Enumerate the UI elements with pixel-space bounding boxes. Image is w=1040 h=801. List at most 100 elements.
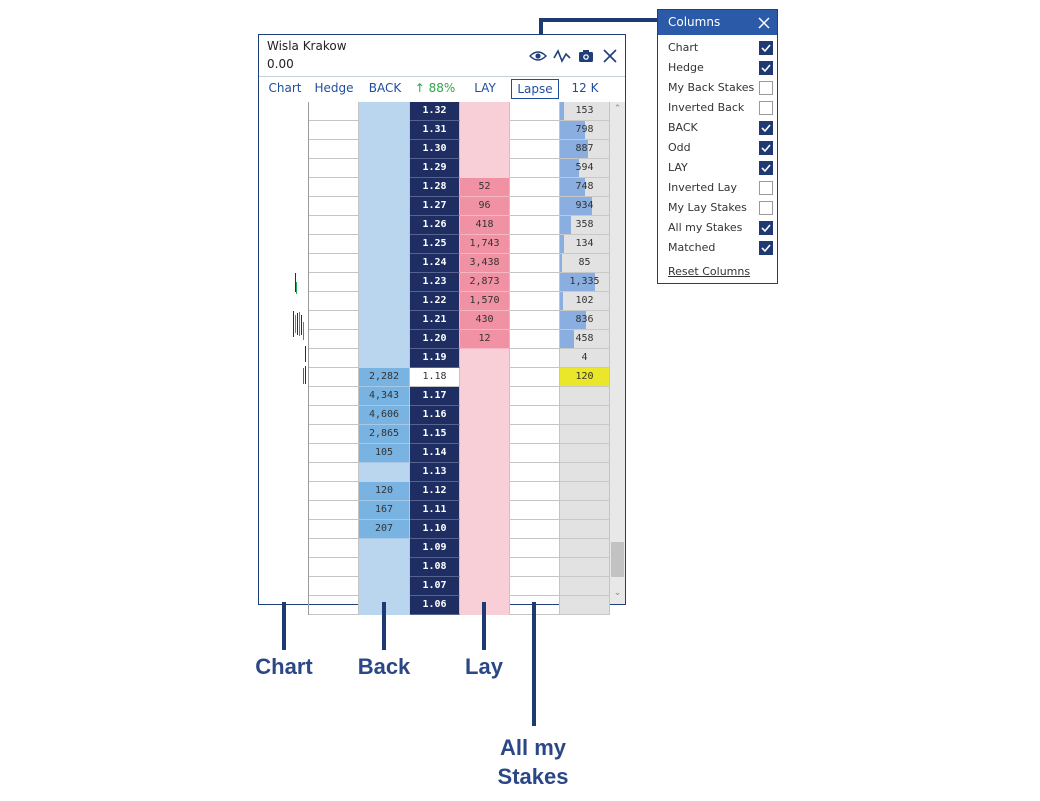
hedge-cell[interactable] [309, 520, 359, 539]
back-cell[interactable] [359, 140, 410, 159]
column-checkbox[interactable] [759, 201, 773, 215]
hedge-cell[interactable] [309, 178, 359, 197]
column-checkbox[interactable] [759, 121, 773, 135]
hedge-cell[interactable] [309, 406, 359, 425]
column-checkbox[interactable] [759, 41, 773, 55]
lay-cell[interactable] [460, 368, 510, 387]
lay-cell[interactable]: 1,570 [460, 292, 510, 311]
column-option[interactable]: Inverted Lay [668, 179, 773, 197]
hedge-cell[interactable] [309, 349, 359, 368]
column-checkbox[interactable] [759, 141, 773, 155]
column-option[interactable]: BACK [668, 119, 773, 137]
lay-cell[interactable]: 418 [460, 216, 510, 235]
column-option[interactable]: Odd [668, 139, 773, 157]
back-cell[interactable] [359, 178, 410, 197]
close-icon[interactable] [757, 15, 771, 29]
hedge-cell[interactable] [309, 463, 359, 482]
back-cell[interactable] [359, 577, 410, 596]
back-cell[interactable] [359, 102, 410, 121]
hedge-cell[interactable] [309, 501, 359, 520]
back-cell[interactable] [359, 349, 410, 368]
back-cell[interactable] [359, 330, 410, 349]
lay-cell[interactable] [460, 387, 510, 406]
lay-cell[interactable] [460, 539, 510, 558]
column-option[interactable]: All my Stakes [668, 219, 773, 237]
back-cell[interactable] [359, 558, 410, 577]
hedge-cell[interactable] [309, 368, 359, 387]
hedge-cell[interactable] [309, 292, 359, 311]
scroll-up-arrow-icon[interactable]: ⌃ [613, 104, 622, 114]
column-option[interactable]: My Back Stakes [668, 79, 773, 97]
back-cell[interactable] [359, 273, 410, 292]
back-cell[interactable] [359, 463, 410, 482]
back-cell[interactable] [359, 235, 410, 254]
column-option[interactable]: Chart [668, 39, 773, 57]
lay-cell[interactable] [460, 349, 510, 368]
lay-cell[interactable] [460, 425, 510, 444]
column-header-back[interactable]: BACK [368, 81, 402, 95]
lay-cell[interactable] [460, 463, 510, 482]
lay-cell[interactable]: 430 [460, 311, 510, 330]
back-cell[interactable]: 207 [359, 520, 410, 539]
lay-cell[interactable]: 2,873 [460, 273, 510, 292]
column-checkbox[interactable] [759, 101, 773, 115]
lay-cell[interactable] [460, 501, 510, 520]
hedge-cell[interactable] [309, 539, 359, 558]
hedge-cell[interactable] [309, 121, 359, 140]
lay-cell[interactable] [460, 558, 510, 577]
column-option[interactable]: Hedge [668, 59, 773, 77]
lay-cell[interactable]: 3,438 [460, 254, 510, 273]
lay-cell[interactable] [460, 140, 510, 159]
lay-cell[interactable]: 1,743 [460, 235, 510, 254]
back-cell[interactable]: 2,282 [359, 368, 410, 387]
hedge-cell[interactable] [309, 558, 359, 577]
back-cell[interactable]: 4,606 [359, 406, 410, 425]
back-cell[interactable] [359, 292, 410, 311]
column-checkbox[interactable] [759, 181, 773, 195]
hedge-cell[interactable] [309, 102, 359, 121]
lay-cell[interactable] [460, 121, 510, 140]
column-option[interactable]: Inverted Back [668, 99, 773, 117]
hedge-cell[interactable] [309, 482, 359, 501]
column-option[interactable]: My Lay Stakes [668, 199, 773, 217]
back-cell[interactable]: 120 [359, 482, 410, 501]
hedge-cell[interactable] [309, 596, 359, 615]
camera-icon[interactable] [577, 47, 595, 65]
lay-cell[interactable]: 52 [460, 178, 510, 197]
column-option[interactable]: Matched [668, 239, 773, 257]
back-cell[interactable]: 2,865 [359, 425, 410, 444]
lay-cell[interactable] [460, 444, 510, 463]
column-header-chart[interactable]: Chart [268, 81, 302, 95]
close-icon[interactable] [601, 47, 619, 65]
back-cell[interactable] [359, 121, 410, 140]
column-checkbox[interactable] [759, 221, 773, 235]
back-cell[interactable]: 167 [359, 501, 410, 520]
chart-line-icon[interactable] [553, 47, 571, 65]
column-header-lay[interactable]: LAY [474, 81, 496, 95]
lay-cell[interactable] [460, 159, 510, 178]
lay-cell[interactable] [460, 520, 510, 539]
hedge-cell[interactable] [309, 330, 359, 349]
hedge-cell[interactable] [309, 216, 359, 235]
hedge-cell[interactable] [309, 577, 359, 596]
lay-cell[interactable] [460, 482, 510, 501]
eye-icon[interactable] [529, 47, 547, 65]
hedge-cell[interactable] [309, 159, 359, 178]
column-checkbox[interactable] [759, 61, 773, 75]
lay-cell[interactable] [460, 102, 510, 121]
back-cell[interactable] [359, 159, 410, 178]
scroll-down-arrow-icon[interactable]: ⌄ [613, 588, 622, 598]
hedge-cell[interactable] [309, 425, 359, 444]
back-cell[interactable]: 105 [359, 444, 410, 463]
column-checkbox[interactable] [759, 161, 773, 175]
lay-cell[interactable]: 96 [460, 197, 510, 216]
lay-cell[interactable] [460, 406, 510, 425]
column-header-matched[interactable]: 12 K [571, 81, 599, 95]
back-cell[interactable] [359, 254, 410, 273]
hedge-cell[interactable] [309, 387, 359, 406]
column-checkbox[interactable] [759, 81, 773, 95]
column-option[interactable]: LAY [668, 159, 773, 177]
lay-cell[interactable]: 12 [460, 330, 510, 349]
back-cell[interactable] [359, 311, 410, 330]
back-cell[interactable] [359, 216, 410, 235]
